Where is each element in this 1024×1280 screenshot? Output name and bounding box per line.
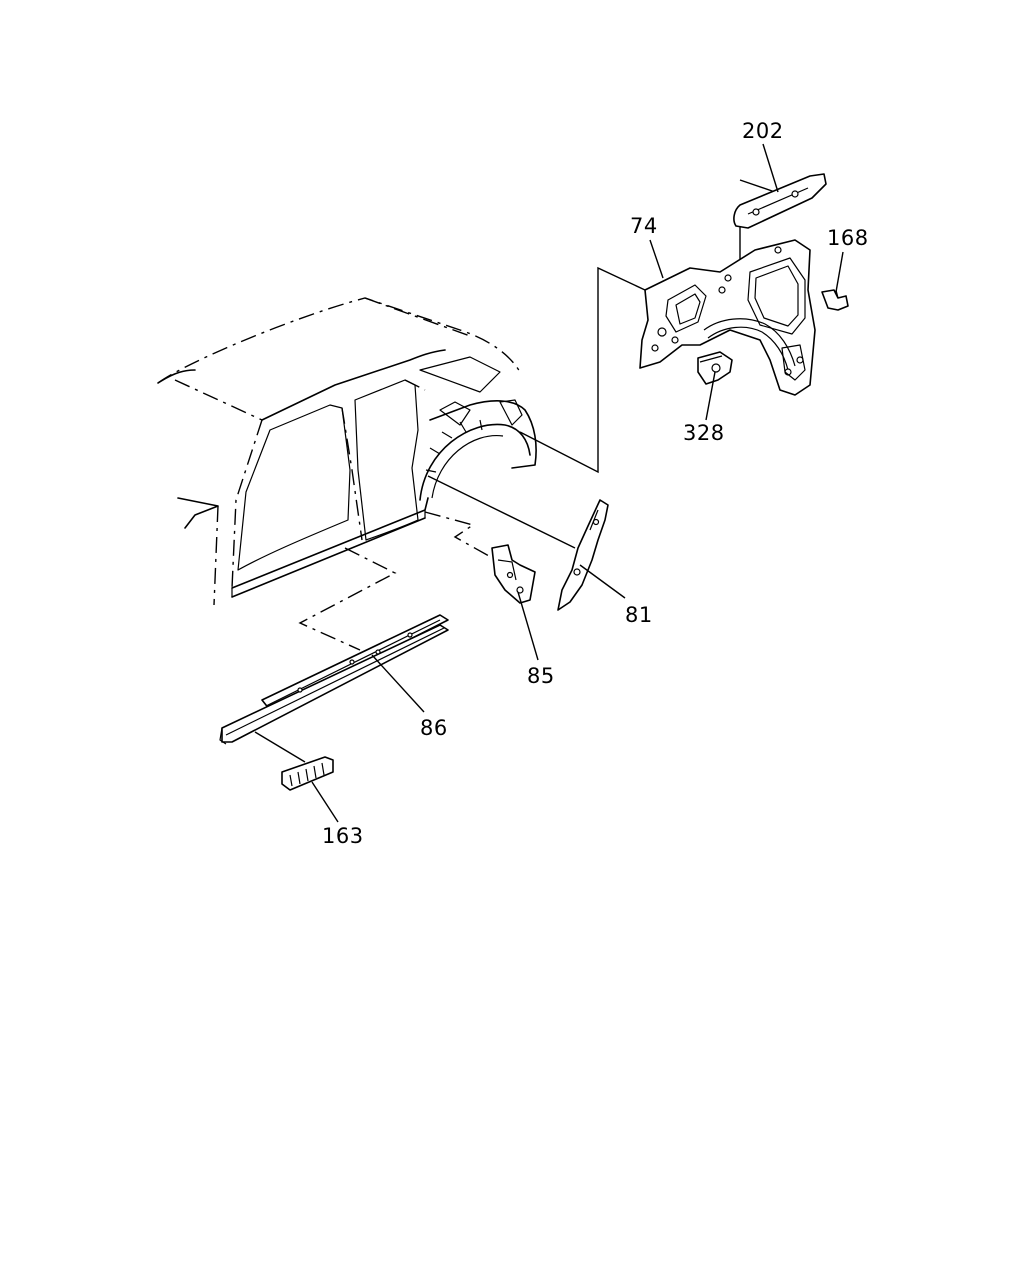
callout-168: 168 <box>827 226 869 250</box>
part-202 <box>733 173 827 229</box>
callout-163: 163 <box>322 824 364 848</box>
callout-leaders <box>311 143 844 823</box>
callout-labels: 202 74 168 328 81 85 86 163 <box>322 119 869 848</box>
callout-202: 202 <box>742 119 784 143</box>
part-163 <box>281 756 334 791</box>
vehicle-body <box>157 297 537 606</box>
callout-74: 74 <box>630 214 658 238</box>
callout-328: 328 <box>683 421 725 445</box>
part-85 <box>491 544 536 604</box>
part-86 <box>219 614 449 745</box>
part-168 <box>821 289 849 311</box>
callout-81: 81 <box>625 603 653 627</box>
part-74 <box>639 239 816 396</box>
callout-85: 85 <box>527 664 555 688</box>
callout-86: 86 <box>420 716 448 740</box>
connector-lines <box>254 179 777 763</box>
part-328 <box>697 351 733 385</box>
part-81 <box>557 499 609 611</box>
